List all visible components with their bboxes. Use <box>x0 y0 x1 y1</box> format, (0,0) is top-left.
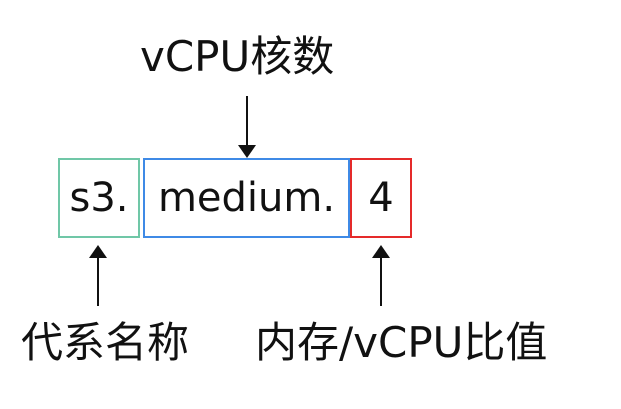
top-arrow-head <box>238 145 256 158</box>
bottom-left-arrow-head <box>89 245 107 258</box>
bottom-right-arrow-head <box>372 245 390 258</box>
family-name-label: 代系名称 <box>21 318 190 367</box>
memory-ratio-label: 内存/vCPU比值 <box>255 318 548 367</box>
ratio-segment-text: 4 <box>368 175 394 221</box>
family-segment-box: s3. <box>58 158 140 238</box>
family-segment-text: s3. <box>69 175 129 221</box>
vcpu-cores-label: vCPU核数 <box>140 32 335 81</box>
size-segment-text: medium. <box>157 175 336 221</box>
ratio-segment-box: 4 <box>350 158 412 238</box>
size-segment-box: medium. <box>143 158 350 238</box>
